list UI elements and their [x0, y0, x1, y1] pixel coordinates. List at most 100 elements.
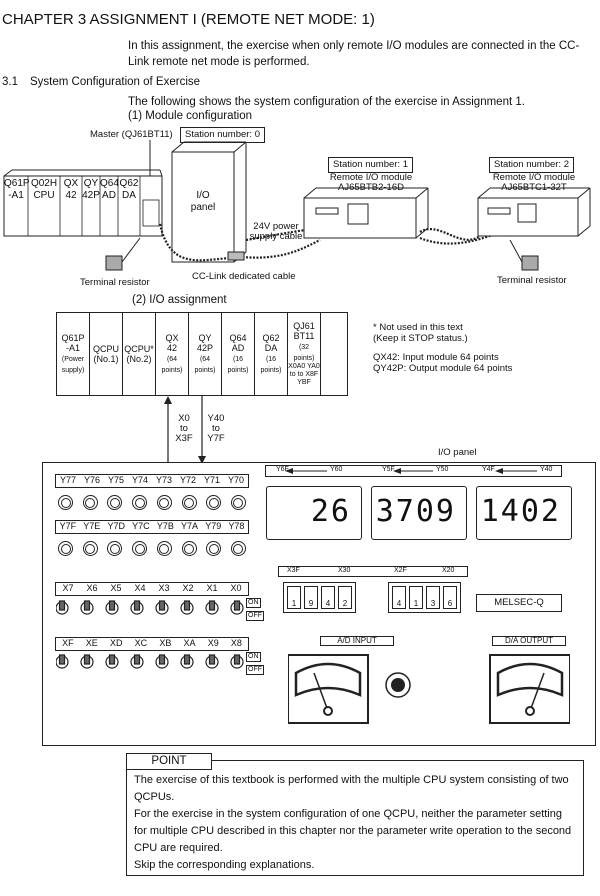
io-panel-title: I/O panel	[438, 447, 477, 458]
switch-label: X2	[182, 583, 194, 593]
io-panel-box-label: I/O panel	[190, 190, 216, 213]
io-slot-cpu2: QCPU*(No.2)	[122, 312, 156, 396]
remote1-station: Station number: 1	[328, 157, 413, 173]
switch-row1[interactable]	[56, 598, 246, 618]
ad-input-label: A/D INPUT	[320, 636, 394, 646]
dip-range-bar	[278, 566, 468, 577]
switch-label: X0	[230, 583, 242, 593]
dip-digit[interactable]: 9	[304, 586, 318, 609]
io-slot-empty	[320, 312, 348, 396]
switch-label: XD	[109, 638, 123, 648]
section-title: System Configuration of Exercise	[30, 76, 201, 88]
toggle-switch-icon[interactable]	[80, 600, 94, 615]
display-range-bar	[265, 465, 562, 477]
lamp-indicator	[132, 541, 148, 556]
io-transfer-arrows	[164, 396, 206, 464]
display-y60: 26	[266, 486, 362, 540]
lamp-label: Y7B	[156, 521, 174, 531]
toggle-switch-icon[interactable]	[205, 654, 219, 669]
remote2-station: Station number: 2	[489, 157, 574, 173]
switch-label: X3	[158, 583, 170, 593]
toggle-switch-icon[interactable]	[130, 600, 144, 615]
toggle-switch-icon[interactable]	[105, 654, 119, 669]
point-paragraph: For the exercise in the system configura…	[134, 808, 572, 854]
io-slot-cpu1: QCPU(No.1)	[89, 312, 123, 396]
lamp-indicator	[107, 541, 123, 556]
toggle-switch-icon[interactable]	[230, 654, 244, 669]
lamp-label: Y75	[107, 475, 124, 485]
lamp-label: Y7A	[181, 521, 199, 531]
io-notes: * Not used in this text (Keep it STOP st…	[373, 322, 512, 374]
toggle-switch-icon[interactable]	[155, 600, 169, 615]
lamp-row2	[58, 541, 246, 556]
lamp-label: Y7F	[59, 521, 77, 531]
dip2-right: X20	[442, 567, 455, 574]
dip-digit[interactable]: 6	[443, 586, 457, 609]
point-title: POINT	[126, 753, 212, 770]
intro-text: In this assignment, the exercise when on…	[128, 40, 580, 68]
toggle-switch-icon[interactable]	[205, 600, 219, 615]
toggle-switch-icon[interactable]	[56, 600, 69, 615]
toggle-switch-icon[interactable]	[180, 600, 194, 615]
display1-right: Y60	[330, 466, 343, 473]
toggle-switch-icon[interactable]	[56, 654, 69, 669]
dip-digit[interactable]: 1	[409, 586, 423, 609]
lamp-indicator	[206, 495, 222, 510]
display3-left: Y4F	[482, 466, 495, 473]
terminal-resistor-left: Terminal resistor	[80, 277, 150, 288]
toggle-switch-icon[interactable]	[80, 654, 94, 669]
lamp-label: Y77	[59, 475, 76, 485]
note-qy42p: QY42P: Output module 64 points	[373, 363, 513, 374]
dip-digit[interactable]: 1	[287, 586, 301, 609]
da-output-label: D/A OUTPUT	[492, 636, 566, 646]
switch-row2[interactable]	[56, 652, 246, 672]
rack-module-power: Q61P-A1	[4, 178, 30, 201]
dip-digit[interactable]: 4	[392, 586, 406, 609]
lamp-indicator	[230, 495, 246, 510]
lamp-indicator	[82, 541, 98, 556]
toggle-switch-icon[interactable]	[105, 600, 119, 615]
toggle-switch-icon[interactable]	[180, 654, 194, 669]
dip-digit[interactable]: 4	[321, 586, 335, 609]
cclink-cable-label: CC-Link dedicated cable	[192, 271, 296, 282]
point-paragraph: Skip the corresponding explanations.	[134, 859, 315, 871]
display3-right: Y40	[540, 466, 553, 473]
toggle-switch-icon[interactable]	[230, 600, 244, 615]
off-label: OFF	[246, 611, 264, 621]
ad-meter-icon	[288, 654, 369, 724]
lamp-indicator	[58, 541, 73, 556]
lamp-label: Y76	[83, 475, 100, 485]
section-intro: The following shows the system configura…	[128, 96, 525, 108]
note-qx42: QX42: Input module 64 points	[373, 352, 499, 363]
toggle-switch-icon[interactable]	[155, 654, 169, 669]
knob-icon[interactable]	[385, 672, 411, 698]
point-box	[126, 760, 584, 876]
switch-label: XC	[134, 638, 148, 648]
dip-digit[interactable]: 2	[338, 586, 352, 609]
on-label: ON	[246, 652, 261, 662]
lamp-label: Y71	[203, 475, 220, 485]
point-paragraph: The exercise of this textbook is perform…	[134, 774, 569, 803]
lamp-indicator	[181, 541, 197, 556]
display2-left: Y5F	[382, 466, 395, 473]
lamp-row1	[58, 495, 246, 510]
display-y50: 3709	[371, 486, 467, 540]
lamp-label: Y7E	[83, 521, 101, 531]
toggle-switch-icon[interactable]	[130, 654, 144, 669]
brand-label: MELSEC-Q	[476, 594, 562, 612]
chapter-title: CHAPTER 3 ASSIGNMENT I (REMOTE NET MODE:…	[2, 11, 375, 28]
dip-digit[interactable]: 3	[426, 586, 440, 609]
